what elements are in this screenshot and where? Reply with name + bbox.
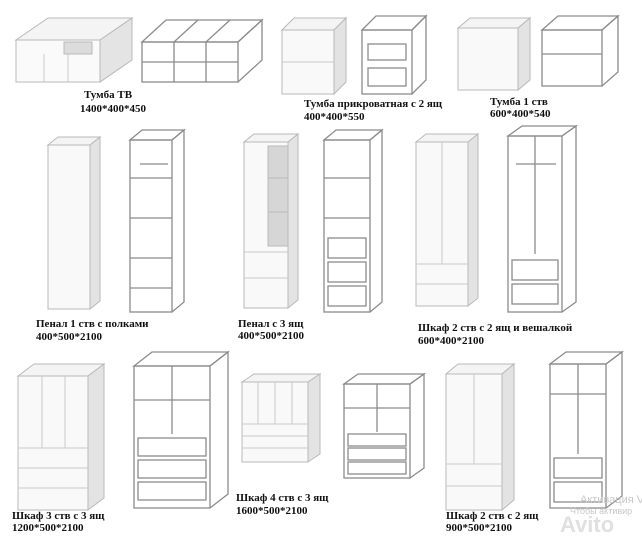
- wardrobe-4-door-frame: [341, 372, 427, 479]
- product-name: Тумба прикроватная с 2 ящ: [304, 98, 443, 110]
- product-size: 600*400*540: [490, 108, 551, 120]
- product-size: 400*500*2100: [36, 331, 102, 343]
- tv-stand-frame: [140, 18, 264, 83]
- product-size: 1400*400*450: [80, 103, 146, 115]
- tv-stand-render: [14, 17, 134, 83]
- nightstand-render: [280, 16, 348, 96]
- product-size: 600*400*2100: [418, 335, 484, 347]
- product-size: 400*400*550: [304, 111, 365, 123]
- tall-cabinet-shelves-frame: [128, 128, 186, 313]
- activation-watermark: Активация V: [580, 494, 642, 506]
- product-name: Шкаф 3 ств с 3 ящ: [12, 510, 105, 522]
- tall-cabinet-drawers-render: [242, 132, 300, 310]
- wardrobe-2-door-drawers-render: [444, 362, 516, 512]
- wardrobe-3-door-render: [16, 363, 106, 511]
- product-name: Тумба 1 ств: [490, 96, 548, 108]
- cabinet-1-door-frame: [540, 14, 620, 87]
- wardrobe-4-door-render: [240, 373, 322, 463]
- product-name: Тумба ТВ: [84, 89, 133, 101]
- product-name: Шкаф 4 ств с 3 ящ: [236, 492, 329, 504]
- product-name: Пенал с 3 ящ: [238, 318, 304, 330]
- product-name: Пенал 1 ств с полками: [36, 318, 149, 330]
- product-name: Шкаф 2 ств с 2 ящ: [446, 510, 539, 522]
- product-size: 1600*500*2100: [236, 505, 308, 517]
- tall-cabinet-drawers-frame: [322, 128, 384, 313]
- nightstand-frame: [360, 14, 428, 95]
- product-size: 900*500*2100: [446, 522, 512, 534]
- wardrobe-2-door-hanger-frame: [505, 124, 579, 313]
- wardrobe-2-door-drawers-frame: [548, 350, 624, 509]
- avito-logo-watermark: Avito: [560, 512, 615, 537]
- wardrobe-3-door-frame: [132, 350, 230, 509]
- product-size: 1200*500*2100: [12, 522, 84, 534]
- tall-cabinet-shelves-render: [46, 135, 102, 311]
- wardrobe-2-door-hanger-render: [414, 132, 480, 308]
- product-name: Шкаф 2 ств с 2 ящ и вешалкой: [418, 322, 573, 334]
- cabinet-1-door-render: [456, 16, 532, 92]
- product-size: 400*500*2100: [238, 330, 304, 342]
- activation-hint-watermark: Чтобы активир: [570, 506, 633, 516]
